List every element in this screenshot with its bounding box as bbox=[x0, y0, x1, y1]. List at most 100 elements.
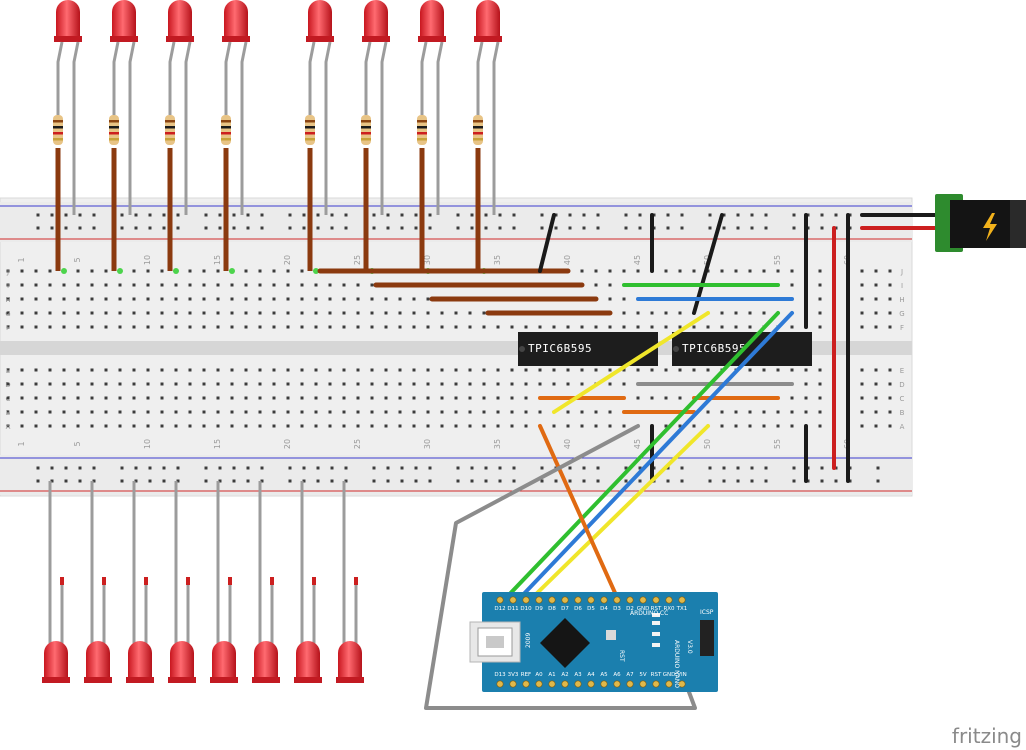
hole bbox=[370, 410, 374, 414]
hole bbox=[860, 410, 864, 414]
arduino-version-text: V3.0 bbox=[686, 640, 693, 654]
hole bbox=[874, 382, 878, 386]
hole bbox=[468, 424, 472, 428]
arduino-pin-label: TX1 bbox=[676, 606, 688, 612]
arduino-pin bbox=[574, 680, 582, 688]
hole bbox=[104, 311, 108, 315]
arduino-pin bbox=[665, 680, 673, 688]
hole bbox=[426, 311, 430, 315]
hole bbox=[762, 269, 766, 273]
column-number-top: 25 bbox=[353, 255, 362, 265]
hole bbox=[370, 396, 374, 400]
connection-dot bbox=[229, 268, 235, 274]
hole bbox=[804, 396, 808, 400]
hole bbox=[174, 311, 178, 315]
hole bbox=[608, 410, 612, 414]
hole bbox=[160, 283, 164, 287]
hole bbox=[160, 424, 164, 428]
hole bbox=[286, 410, 290, 414]
rail-hole bbox=[722, 466, 726, 470]
hole bbox=[412, 368, 416, 372]
rail-hole bbox=[456, 213, 460, 217]
resistor-band bbox=[109, 138, 119, 141]
hole bbox=[216, 424, 220, 428]
hole bbox=[216, 311, 220, 315]
arduino-pin-label: 3V3 bbox=[508, 672, 519, 678]
rail-hole bbox=[470, 226, 474, 230]
rail-hole bbox=[540, 213, 544, 217]
hole bbox=[440, 410, 444, 414]
hole bbox=[496, 368, 500, 372]
hole bbox=[412, 410, 416, 414]
hole bbox=[664, 311, 668, 315]
rail-hole bbox=[204, 226, 208, 230]
hole bbox=[76, 368, 80, 372]
hole bbox=[748, 325, 752, 329]
hole bbox=[888, 410, 892, 414]
hole bbox=[104, 382, 108, 386]
hole bbox=[146, 410, 150, 414]
column-number-bottom: 15 bbox=[213, 439, 222, 449]
rail-hole bbox=[708, 213, 712, 217]
hole bbox=[188, 424, 192, 428]
hole bbox=[398, 382, 402, 386]
hole bbox=[48, 396, 52, 400]
hole bbox=[580, 410, 584, 414]
hole bbox=[174, 382, 178, 386]
hole bbox=[90, 410, 94, 414]
rail-hole bbox=[792, 213, 796, 217]
rail-hole bbox=[260, 479, 264, 483]
rail-hole bbox=[568, 213, 572, 217]
hole bbox=[748, 424, 752, 428]
rail-hole bbox=[568, 479, 572, 483]
hole bbox=[300, 410, 304, 414]
connection-dot bbox=[173, 268, 179, 274]
arduino-pin bbox=[613, 680, 621, 688]
hole bbox=[272, 325, 276, 329]
hole bbox=[34, 382, 38, 386]
hole bbox=[76, 382, 80, 386]
hole bbox=[398, 325, 402, 329]
reset-button[interactable] bbox=[606, 630, 616, 640]
hole bbox=[216, 283, 220, 287]
hole bbox=[48, 269, 52, 273]
rail-hole bbox=[330, 479, 334, 483]
hole bbox=[412, 396, 416, 400]
rail-hole bbox=[792, 226, 796, 230]
arduino-pin bbox=[574, 596, 582, 604]
hole bbox=[594, 283, 598, 287]
rail-hole bbox=[120, 213, 124, 217]
yellow-wire bbox=[528, 424, 710, 602]
black-wire bbox=[692, 213, 724, 315]
icsp-header[interactable] bbox=[700, 620, 714, 656]
hole bbox=[524, 325, 528, 329]
resistor-band bbox=[221, 132, 231, 135]
led-bottom-base bbox=[42, 677, 70, 683]
connection-dot bbox=[117, 268, 123, 274]
led-leg bbox=[324, 41, 332, 92]
hole bbox=[174, 368, 178, 372]
rail-hole bbox=[204, 466, 208, 470]
column-number-bottom: 25 bbox=[353, 439, 362, 449]
power-jack[interactable] bbox=[935, 194, 1026, 252]
hole bbox=[720, 325, 724, 329]
hole bbox=[356, 325, 360, 329]
rail-hole bbox=[484, 466, 488, 470]
bottom-led-group bbox=[42, 481, 364, 683]
rail-hole bbox=[50, 226, 54, 230]
rail-hole bbox=[36, 226, 40, 230]
hole bbox=[286, 424, 290, 428]
hole bbox=[370, 325, 374, 329]
hole bbox=[468, 396, 472, 400]
hole bbox=[286, 325, 290, 329]
hole bbox=[762, 368, 766, 372]
rail-hole bbox=[134, 213, 138, 217]
rail-hole bbox=[162, 213, 166, 217]
led-bottom-base bbox=[336, 677, 364, 683]
hole bbox=[888, 424, 892, 428]
hole bbox=[258, 382, 262, 386]
hole bbox=[412, 311, 416, 315]
hole bbox=[664, 269, 668, 273]
hole bbox=[6, 396, 10, 400]
